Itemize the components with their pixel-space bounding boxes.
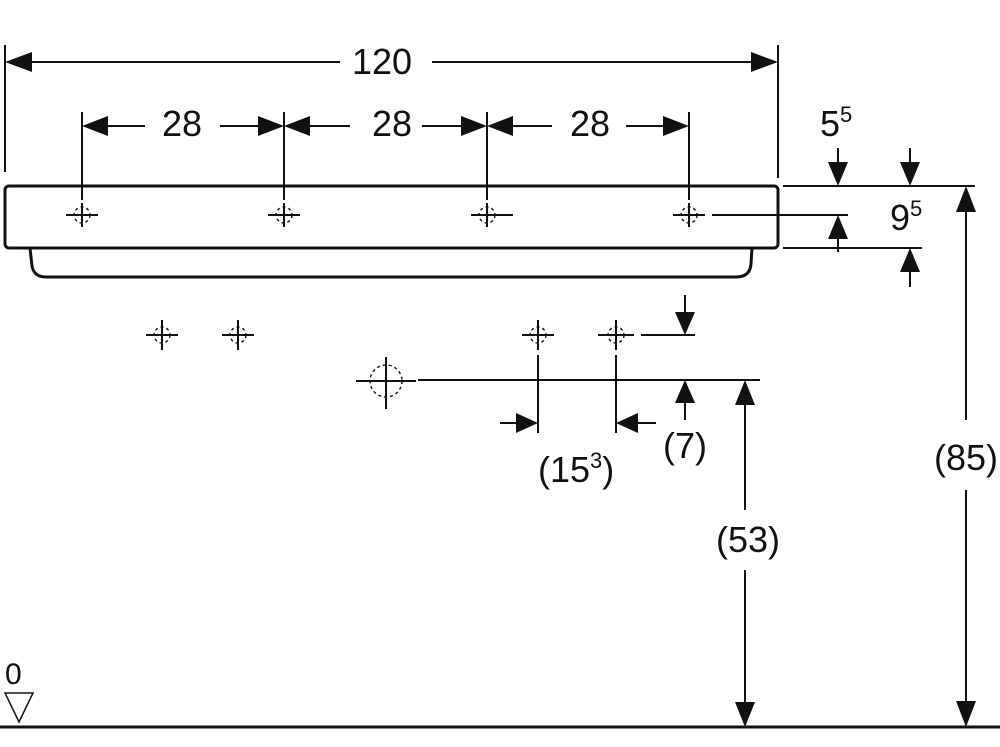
overall-width-label: 120 bbox=[352, 41, 412, 82]
floor-reference: 0 bbox=[0, 658, 1000, 729]
tap-spacing-dimensions: 28 28 28 bbox=[81, 103, 690, 200]
rim-offset-label: 55 bbox=[820, 102, 852, 144]
wall-fixing-holes bbox=[146, 320, 634, 409]
tap-holes bbox=[66, 203, 848, 227]
basin-outline bbox=[3, 184, 780, 279]
tap-spacing-label-3: 28 bbox=[570, 103, 610, 144]
overall-width-dimension: 120 bbox=[4, 41, 779, 178]
tap-hole-icon bbox=[66, 203, 98, 227]
fixing-hole-icon bbox=[522, 320, 554, 350]
fixing-hole-icon bbox=[146, 320, 178, 350]
fixing-hole-icon bbox=[598, 320, 634, 350]
overall-height-dimension: (85) bbox=[934, 186, 998, 727]
drain-dimensions: (7) (53) (153) bbox=[418, 295, 780, 727]
drain-offset-label: (7) bbox=[663, 425, 707, 466]
floor-level-label: 0 bbox=[5, 658, 22, 691]
rim-height-label: 95 bbox=[890, 196, 922, 238]
tap-hole-icon bbox=[471, 203, 513, 227]
drain-height-label: (53) bbox=[716, 519, 780, 560]
tap-hole-icon bbox=[673, 203, 705, 227]
drain-spacing-label: (153) bbox=[538, 448, 614, 490]
fixing-hole-icon bbox=[222, 320, 254, 350]
tap-spacing-label-1: 28 bbox=[162, 103, 202, 144]
rim-dimensions: 55 95 bbox=[783, 102, 975, 287]
overall-height-label: (85) bbox=[934, 437, 998, 478]
floor-level-triangle-icon bbox=[3, 692, 35, 724]
tap-hole-icon bbox=[268, 203, 300, 227]
tap-spacing-label-2: 28 bbox=[372, 103, 412, 144]
drain-hole-icon bbox=[356, 357, 416, 409]
